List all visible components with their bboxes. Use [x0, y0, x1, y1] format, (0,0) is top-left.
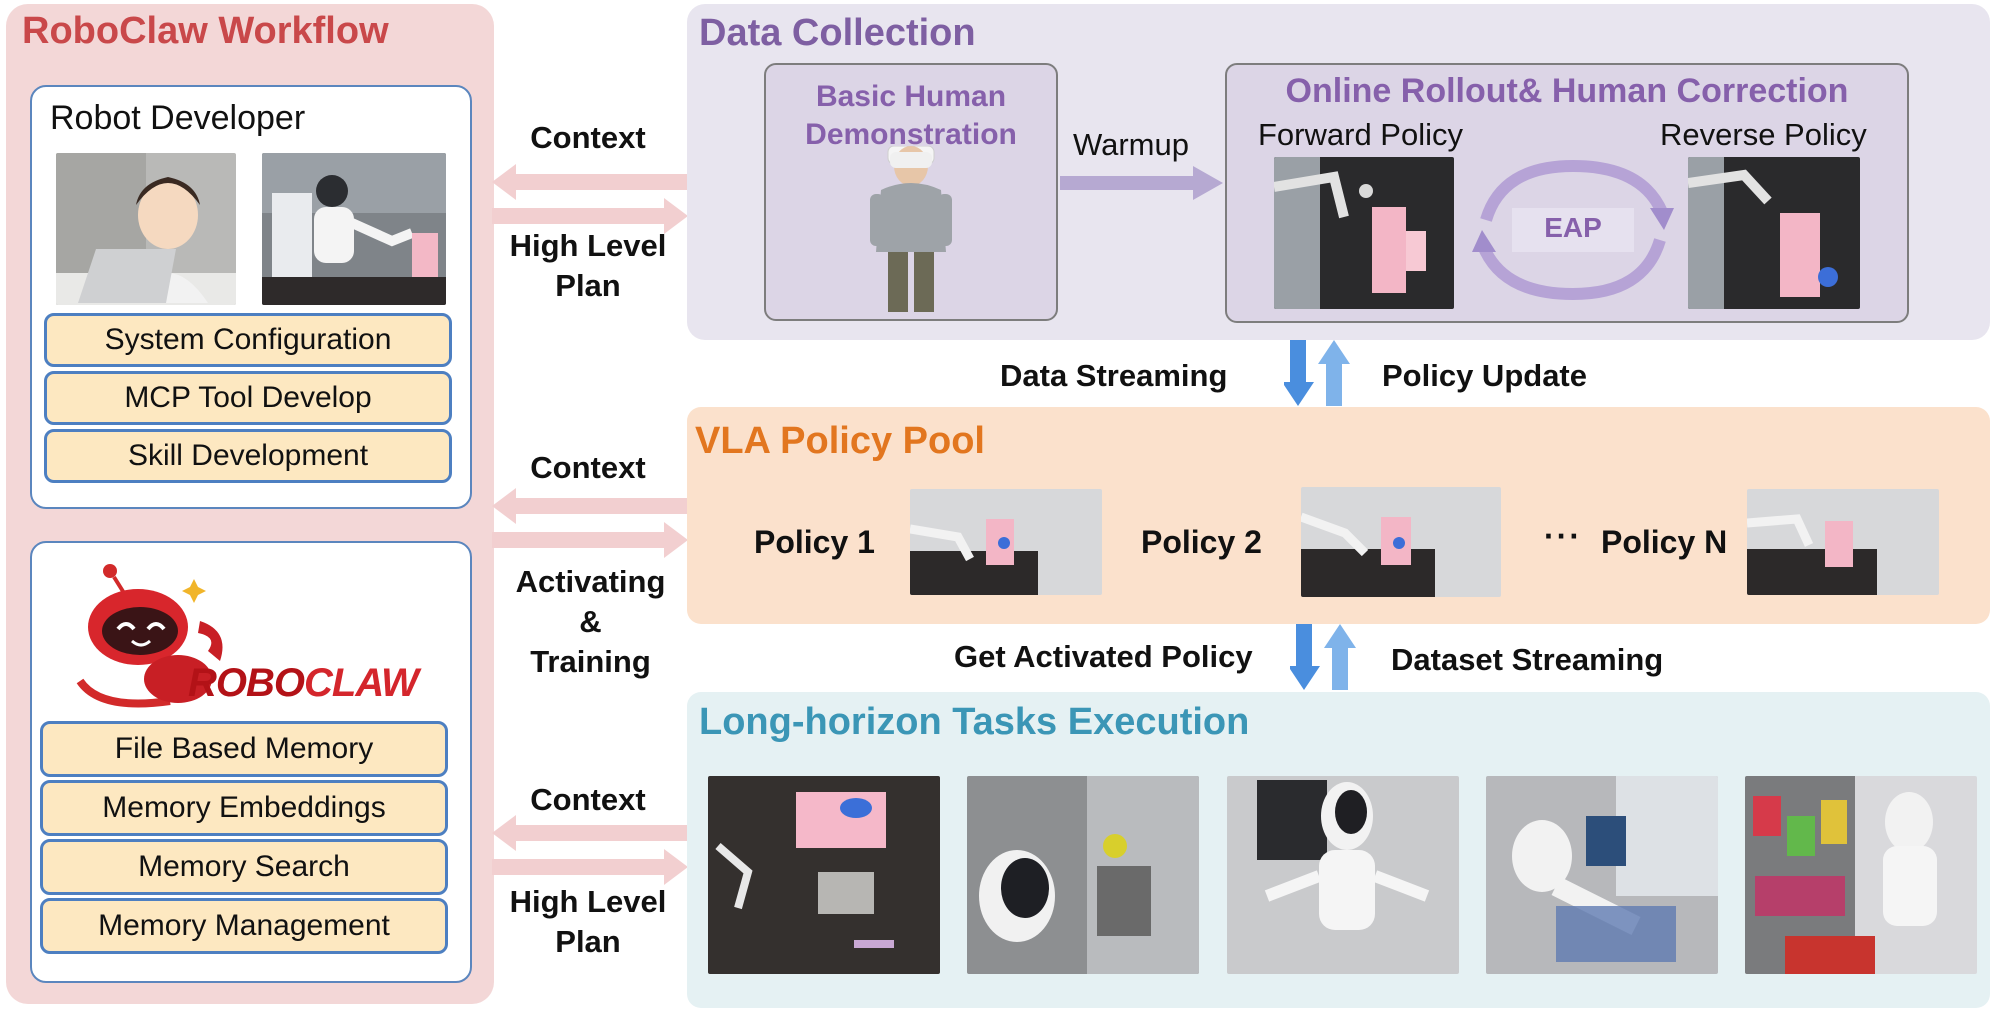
policy-1-image — [910, 489, 1102, 595]
label-context-middle: Context — [530, 450, 646, 485]
label-plan-top: High Level Plan — [509, 228, 667, 303]
robot-working-image — [262, 153, 446, 305]
vla-policy-pool-title: VLA Policy Pool — [695, 420, 985, 462]
arrow-context-middle — [492, 488, 688, 524]
label-plan-bottom: High Level Plan — [509, 884, 667, 959]
policy-n-label: Policy N — [1601, 524, 1728, 560]
pill-memory-search: Memory Search — [40, 839, 448, 895]
eap-cycle-arrows — [1472, 160, 1674, 300]
label-context-top: Context — [530, 120, 646, 155]
reverse-policy-image — [1688, 157, 1860, 309]
label-context-bottom: Context — [530, 782, 646, 817]
arrow-context-top — [492, 164, 688, 200]
developer-avatar-image — [56, 153, 236, 305]
roboclaw-logo-text: ROBOCLAW — [188, 661, 419, 706]
pill-system-configuration: System Configuration — [44, 313, 452, 367]
roboclaw-logo: ROBOCLAW — [60, 561, 460, 711]
label-plan-middle: Activating & Training — [515, 564, 666, 679]
warmup-arrow — [1060, 166, 1223, 200]
long-horizon-execution-title: Long-horizon Tasks Execution — [699, 701, 1250, 743]
dataset-streaming-label: Dataset Streaming — [1391, 642, 1664, 677]
robot-developer-title: Robot Developer — [50, 99, 306, 137]
task-image-bathroom — [967, 776, 1199, 974]
arrow-context-bottom — [492, 815, 688, 851]
reverse-policy-label: Reverse Policy — [1660, 117, 1867, 152]
stream-arrows-upper — [1284, 340, 1350, 406]
task-image-desk — [708, 776, 940, 974]
pill-file-based-memory: File Based Memory — [40, 721, 448, 777]
policy-update-label: Policy Update — [1382, 358, 1587, 393]
task-image-supermarket — [1745, 776, 1977, 974]
policy-2-image — [1301, 487, 1501, 597]
stream-arrows-lower — [1290, 624, 1356, 690]
task-image-kitchen — [1486, 776, 1718, 974]
policy-2-label: Policy 2 — [1141, 524, 1262, 560]
get-activated-policy-label: Get Activated Policy — [954, 639, 1253, 674]
eap-label: EAP — [1544, 212, 1602, 243]
policy-ellipsis: ··· — [1544, 518, 1582, 554]
pill-memory-management: Memory Management — [40, 898, 448, 954]
online-rollout-title: Online Rollout& Human Correction — [1285, 72, 1849, 110]
workflow-title: RoboClaw Workflow — [22, 10, 389, 52]
pill-skill-development: Skill Development — [44, 429, 452, 483]
roboclaw-memory-card: ROBOCLAW File Based Memory Memory Embedd… — [30, 541, 472, 983]
pill-memory-embeddings: Memory Embeddings — [40, 780, 448, 836]
data-streaming-label: Data Streaming — [1000, 358, 1228, 393]
forward-policy-label: Forward Policy — [1258, 117, 1463, 152]
policy-n-image — [1747, 489, 1939, 595]
human-demonstration-label: Basic Human Demonstration — [805, 80, 1017, 151]
warmup-label: Warmup — [1073, 127, 1189, 162]
arrow-plan-middle — [492, 522, 688, 558]
logo-text-robo: ROBO — [188, 661, 305, 705]
arrow-plan-top — [492, 198, 688, 234]
logo-text-claw: CLAW — [304, 661, 419, 705]
data-collection-title: Data Collection — [699, 12, 976, 54]
human-demonstrator-image — [866, 145, 956, 316]
task-image-office — [1227, 776, 1459, 974]
link-arrows — [492, 164, 688, 885]
forward-policy-image — [1274, 157, 1454, 309]
arrow-plan-bottom — [492, 849, 688, 885]
policy-1-label: Policy 1 — [754, 524, 875, 560]
robot-developer-card: Robot Developer System Configuration MCP… — [30, 85, 472, 509]
pill-mcp-tool-develop: MCP Tool Develop — [44, 371, 452, 425]
